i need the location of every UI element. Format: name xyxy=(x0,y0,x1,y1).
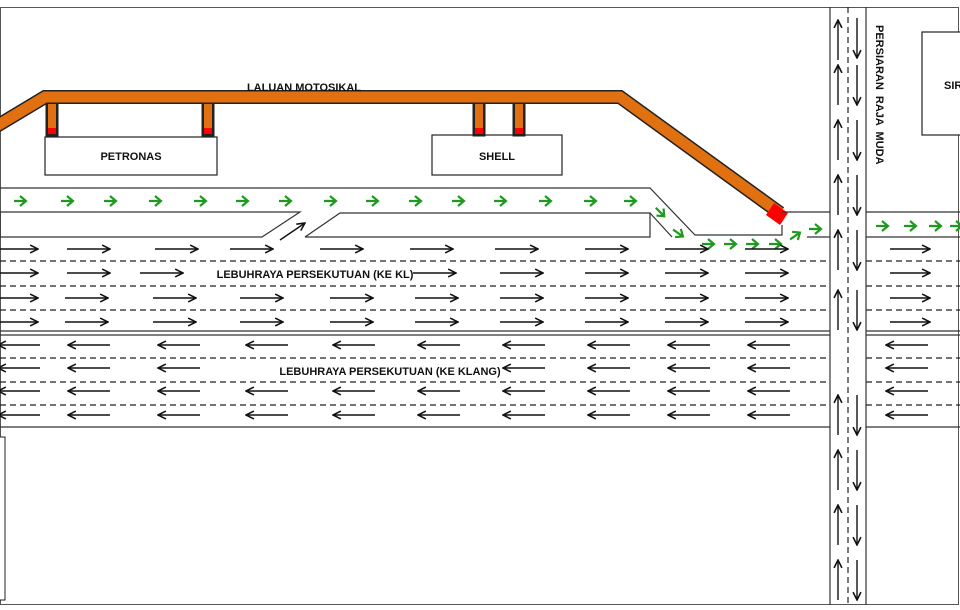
service-road xyxy=(0,187,960,238)
motorcycle-flow-arrow-icon xyxy=(876,220,890,232)
motorcycle-flow-arrow-icon xyxy=(654,206,666,218)
petronas-station xyxy=(44,136,218,176)
shell-label: SHELL xyxy=(479,151,515,163)
cross-road-label: PERSIARAN RAJA MUDA xyxy=(873,25,885,165)
lane-exit-marker xyxy=(766,203,788,225)
motorcycle-flow-arrow-icon xyxy=(61,195,75,207)
motorcycle-flow-arrow-icon xyxy=(452,195,466,207)
frame-border xyxy=(0,7,959,605)
motorcycle-flow-arrow-icon xyxy=(789,230,802,241)
sir-label: SIR xyxy=(944,80,960,92)
motorcycle-lane xyxy=(0,90,788,225)
motorcycle-flow-arrow-icon xyxy=(584,195,598,207)
motorcycle-flow-arrow-icon xyxy=(324,195,338,207)
motorcycle-flow-arrow-icon xyxy=(746,238,760,250)
motorcycle-flow-arrow-icon xyxy=(809,223,823,235)
motorcycle-flow-arrow-icon xyxy=(724,238,738,250)
petronas-label: PETRONAS xyxy=(100,151,161,163)
federal-highway xyxy=(0,260,960,428)
motorcycle-flow-arrow-icon xyxy=(929,220,943,232)
motorcycle-flow-arrow-icon xyxy=(236,195,250,207)
bottom-left-block xyxy=(0,436,6,601)
merge-arrow-icon xyxy=(279,223,305,241)
traffic-arrows xyxy=(0,18,960,600)
motorcycle-flow-arrow-icon xyxy=(14,195,28,207)
motorcycle-flow-arrow-icon xyxy=(409,195,423,207)
motorcycle-flow-arrow-icon xyxy=(672,228,685,239)
motorcycle-flow-arrow-icon xyxy=(494,195,508,207)
highway-kl-label: LEBUHRAYA PERSEKUTUAN (KE KL) xyxy=(217,269,414,281)
motorcycle-flow-arrow-icon xyxy=(904,220,918,232)
sir-building xyxy=(921,31,960,136)
motorcycle-flow-arrow-icon xyxy=(366,195,380,207)
persiaran-raja-muda-road xyxy=(829,7,867,605)
motorcycle-flow-arrow-icon xyxy=(950,220,960,232)
motorcycle-flow-arrow-icon xyxy=(702,238,716,250)
motorcycle-flow-arrow-icon xyxy=(149,195,163,207)
motorcycle-lane-label: LALUAN MOTOSIKAL xyxy=(247,82,361,94)
motorcycle-flow-arrow-icon xyxy=(279,195,293,207)
motorcycle-flow-arrow-icon xyxy=(624,195,638,207)
motorcycle-flow-arrow-icon xyxy=(539,195,553,207)
motorcycle-flow-arrow-icon xyxy=(104,195,118,207)
highway-klang-label: LEBUHRAYA PERSEKUTUAN (KE KLANG) xyxy=(279,366,501,378)
lane-access-points xyxy=(48,128,523,134)
motorcycle-flow-arrow-icon xyxy=(194,195,208,207)
motorcycle-flow-arrow-icon xyxy=(769,238,783,250)
shell-station xyxy=(431,134,563,176)
